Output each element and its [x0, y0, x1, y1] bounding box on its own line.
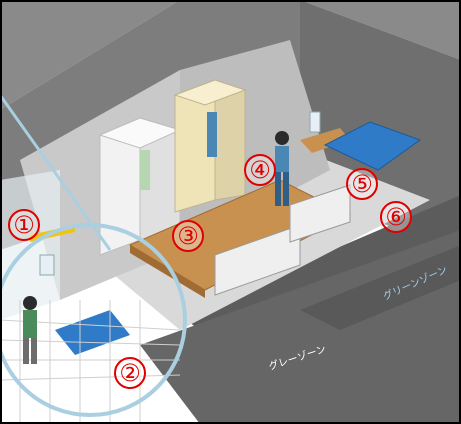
marker-2-label: ② [119, 359, 141, 387]
marker-4: ④ [245, 155, 275, 185]
marker-3-label: ③ [177, 222, 199, 250]
hanging-coverall [207, 112, 217, 157]
hanging-gown [140, 150, 150, 190]
marker-2: ② [115, 358, 145, 388]
water-jug [40, 255, 54, 275]
marker-6: ⑥ [381, 202, 411, 232]
marker-5: ⑤ [347, 169, 377, 199]
marker-4-label: ④ [249, 156, 271, 184]
marker-1-label: ① [13, 211, 35, 239]
marker-6-label: ⑥ [385, 203, 407, 231]
marker-5-label: ⑤ [351, 170, 373, 198]
marker-3: ③ [173, 221, 203, 251]
bottle [310, 112, 320, 132]
marker-1: ① [9, 210, 39, 240]
